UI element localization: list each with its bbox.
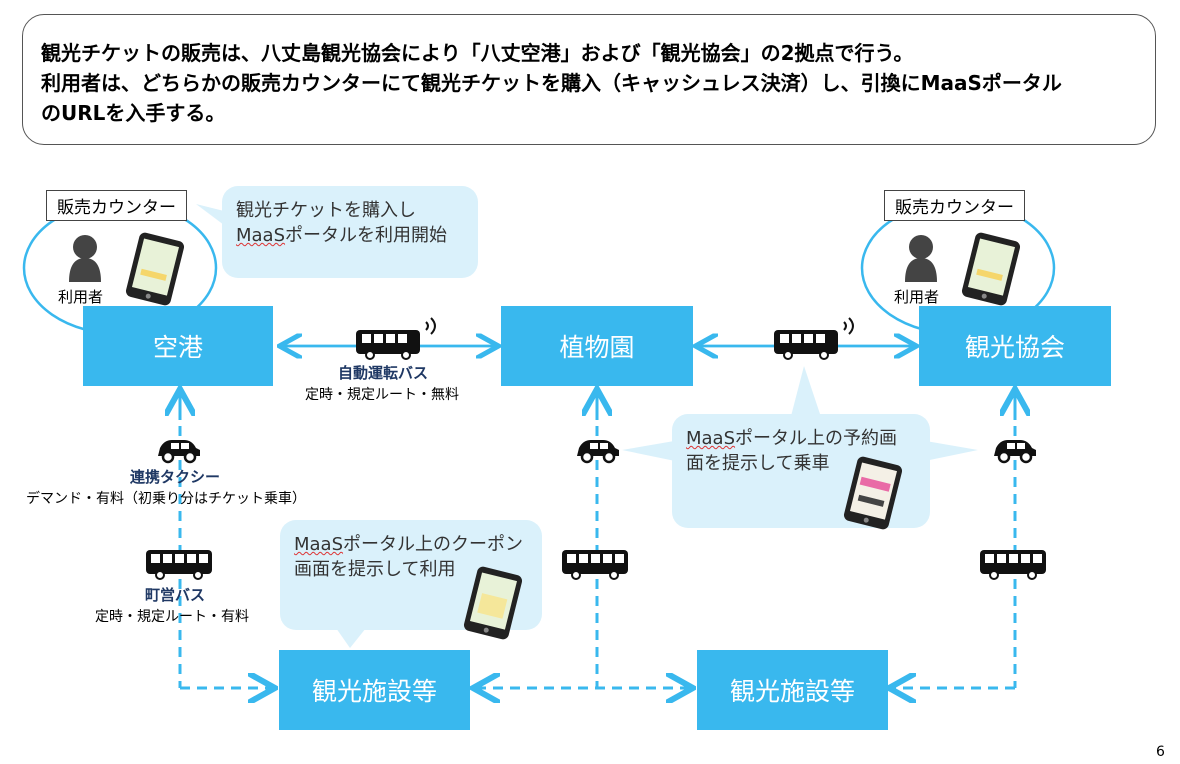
reserve-bubble-maas: MaaS — [686, 428, 736, 449]
node-tourism-association: 観光協会 — [919, 306, 1111, 386]
tablet-icon — [843, 456, 903, 530]
town-bus-desc: 定時・規定ルート・有料 — [95, 609, 249, 625]
autonomous-bus-icon — [774, 317, 854, 360]
right-user-label: 利用者 — [894, 288, 940, 306]
header-line-3: のURLを入手する。 — [41, 101, 226, 125]
tablet-icon — [125, 232, 185, 306]
tablet-icon — [463, 566, 523, 640]
coupon-bubble-line1: ポータル上のクーポン — [343, 534, 524, 555]
purchase-bubble-line2: ポータルを利用開始 — [285, 225, 448, 246]
taxi-icon — [158, 440, 200, 464]
header-line-2: 利用者は、どちらかの販売カウンターにて観光チケットを購入（キャッシュレス決済）し… — [41, 71, 1062, 95]
auto-bus-desc: 定時・規定ルート・無料 — [305, 387, 459, 403]
reserve-bubble-line2: 面を提示して乗車 — [686, 453, 830, 474]
tablet-icon — [961, 232, 1021, 306]
coupon-bubble-tail — [336, 628, 366, 648]
node-facility-left: 観光施設等 — [279, 650, 470, 730]
person-icon — [69, 235, 101, 282]
taxi-title: 連携タクシー — [130, 468, 221, 486]
purchase-bubble-maas: MaaS — [236, 225, 286, 246]
page-number: 6 — [1156, 744, 1165, 760]
taxi-icon — [994, 440, 1036, 464]
town-bus-icon — [562, 550, 628, 580]
autonomous-bus-icon — [356, 317, 436, 360]
right-counter-label: 販売カウンター — [884, 190, 1025, 221]
person-icon — [905, 235, 937, 282]
purchase-bubble-tail — [196, 204, 228, 228]
taxi-icon — [577, 440, 619, 464]
header-box: 観光チケットの販売は、八丈島観光協会により「八丈空港」および「観光協会」の2拠点… — [22, 14, 1156, 145]
left-user-label: 利用者 — [58, 288, 104, 306]
left-counter-label: 販売カウンター — [46, 190, 187, 221]
purchase-bubble: 観光チケットを購入し MaaSポータルを利用開始 — [222, 186, 478, 278]
town-bus-title: 町営バス — [145, 586, 206, 604]
node-airport: 空港 — [83, 306, 273, 386]
reserve-bubble-tail-up — [790, 366, 822, 420]
reserve-bubble-line1: ポータル上の予約画 — [735, 428, 898, 449]
purchase-bubble-line1: 観光チケットを購入し — [236, 200, 416, 221]
coupon-bubble-maas: MaaS — [294, 534, 344, 555]
taxi-desc: デマンド・有料（初乗り分はチケット乗車） — [26, 491, 306, 507]
town-bus-icon — [980, 550, 1046, 580]
town-bus-icon — [146, 550, 212, 580]
header-line-1: 観光チケットの販売は、八丈島観光協会により「八丈空港」および「観光協会」の2拠点… — [41, 41, 914, 65]
auto-bus-title: 自動運転バス — [338, 364, 429, 382]
coupon-bubble-line2: 画面を提示して利用 — [294, 559, 456, 580]
node-botanical-garden: 植物園 — [501, 306, 693, 386]
node-facility-right: 観光施設等 — [697, 650, 888, 730]
